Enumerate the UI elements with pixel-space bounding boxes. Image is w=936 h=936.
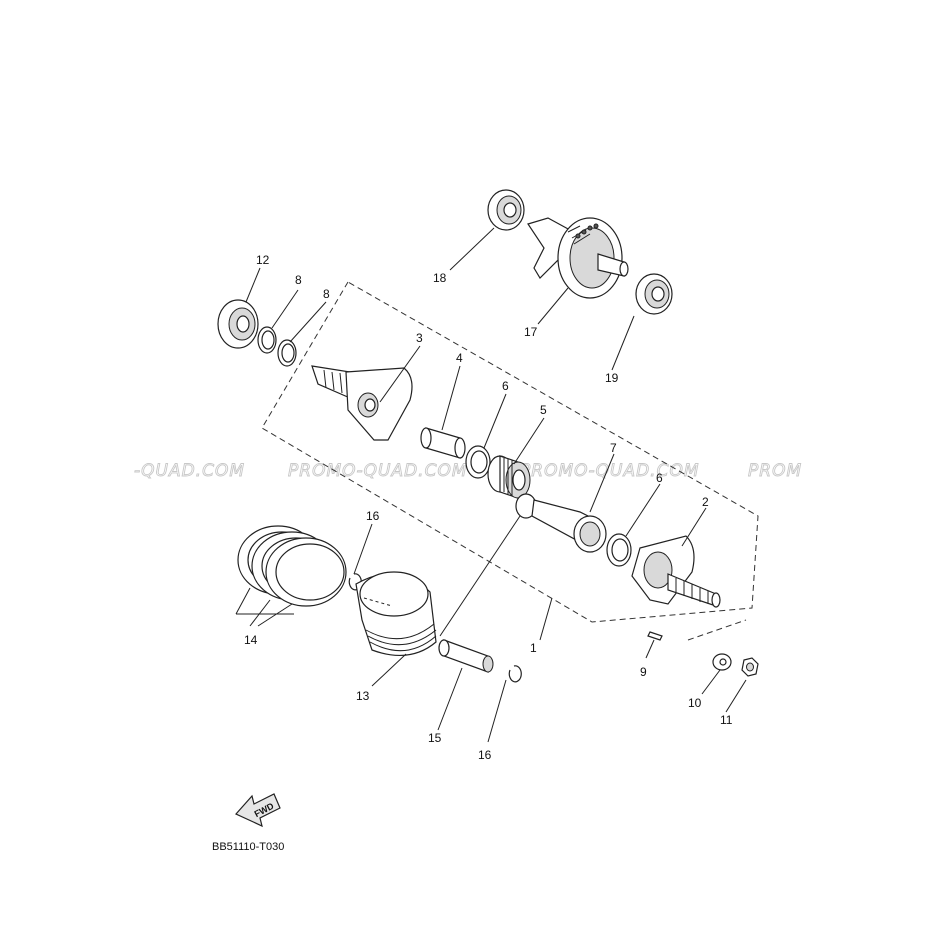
callout-11: 11 bbox=[720, 713, 733, 727]
callout-7: 7 bbox=[610, 441, 617, 455]
watermark-text: PROM bbox=[748, 461, 802, 481]
piston-pin-15 bbox=[438, 639, 494, 673]
watermark-text: -QUAD.COM bbox=[134, 461, 245, 481]
nut-11 bbox=[741, 657, 759, 677]
callout-9: 9 bbox=[640, 665, 647, 679]
crankshaft-assembly-outline-tail bbox=[687, 619, 747, 641]
callout-5: 5 bbox=[540, 403, 547, 417]
bearing-19 bbox=[635, 273, 673, 315]
key-9 bbox=[647, 631, 663, 641]
piston-13 bbox=[355, 571, 437, 656]
callout-1: 1 bbox=[530, 641, 537, 655]
callout-12: 12 bbox=[256, 253, 270, 267]
callout-13: 13 bbox=[356, 689, 370, 703]
watermark-text: PROMO-QUAD.COM bbox=[520, 461, 700, 481]
watermark-text: PROMO-QUAD.COM bbox=[288, 461, 468, 481]
bearing-12 bbox=[217, 299, 259, 349]
washer-6a bbox=[465, 445, 491, 479]
callout-15: 15 bbox=[428, 731, 442, 745]
connecting-rod-7 bbox=[515, 493, 607, 553]
washer-6b bbox=[606, 533, 632, 567]
callout-17: 17 bbox=[524, 325, 538, 339]
crank-right-2 bbox=[631, 535, 721, 608]
shim-8b bbox=[277, 339, 297, 367]
callout-19: 19 bbox=[605, 371, 619, 385]
callout-10: 10 bbox=[688, 696, 702, 710]
callout-8b: 8 bbox=[323, 287, 330, 301]
leader-lines bbox=[235, 227, 747, 743]
crank-left-3 bbox=[311, 365, 413, 441]
needle-bearing-5 bbox=[487, 455, 531, 499]
fwd-arrow-icon: FWD bbox=[235, 793, 281, 828]
callout-4: 4 bbox=[456, 351, 463, 365]
crankshaft-assembly-outline bbox=[261, 281, 759, 623]
callout-6a: 6 bbox=[502, 379, 509, 393]
shim-8a bbox=[257, 326, 277, 354]
washer-10 bbox=[712, 653, 732, 671]
crank-pin-4 bbox=[420, 427, 466, 459]
circlip-16b bbox=[508, 665, 522, 683]
callout-2: 2 bbox=[702, 495, 709, 509]
diagram-code: BB51110-T030 bbox=[212, 841, 284, 853]
callout-18: 18 bbox=[433, 271, 447, 285]
callout-3: 3 bbox=[416, 331, 423, 345]
balancer-shaft-17 bbox=[527, 217, 629, 299]
callout-16b: 16 bbox=[478, 748, 492, 762]
bearing-18 bbox=[487, 189, 525, 231]
callout-16a: 16 bbox=[366, 509, 380, 523]
callout-8a: 8 bbox=[295, 273, 302, 287]
piston-ring-set-14 bbox=[237, 525, 347, 607]
callout-labels: 18 17 19 12 8 8 3 4 6 5 7 6 2 1 9 10 11 … bbox=[244, 253, 733, 762]
callout-6b: 6 bbox=[656, 471, 663, 485]
callout-14: 14 bbox=[244, 633, 258, 647]
watermark: -QUAD.COM PROMO-QUAD.COM PROMO-QUAD.COM … bbox=[134, 461, 802, 482]
